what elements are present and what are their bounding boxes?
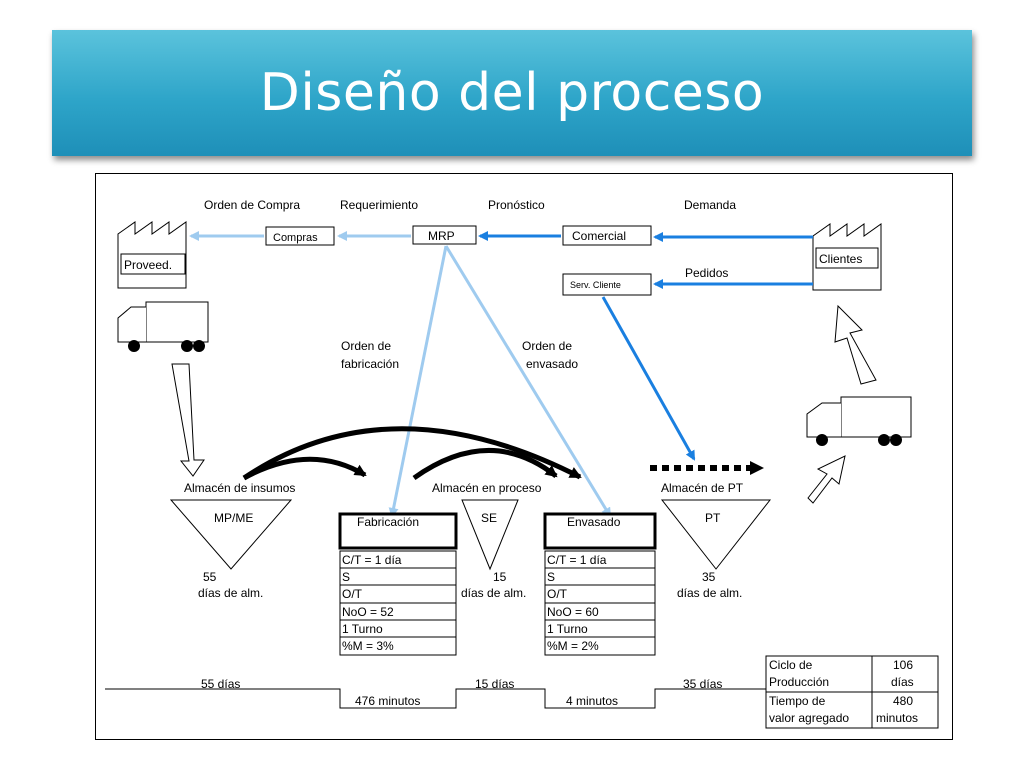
inventory-label-pt: Almacén de PT — [661, 481, 744, 495]
label-orden-envasado-2: envasado — [526, 357, 578, 371]
summary-tiempo-label-1: Tiempo de — [769, 694, 826, 708]
summary-tiempo-value-1: 480 — [893, 694, 913, 708]
info-arrow-orden-envasado — [444, 245, 612, 518]
slide-title: Diseño del proceso — [259, 63, 765, 123]
inventory-qty-pt: 35 — [702, 570, 716, 584]
timeline-proc-envasado: 4 minutos — [566, 694, 618, 708]
info-arrow-serv-cliente-to-pt — [601, 296, 696, 461]
timeline-wait-insumos: 55 días — [201, 677, 240, 691]
compras-label: Compras — [273, 232, 318, 244]
process-name-envasado: Envasado — [567, 515, 621, 529]
label-demanda: Demanda — [684, 198, 736, 212]
timeline-line — [105, 688, 766, 709]
push-arrow-proceso-envasado — [412, 448, 558, 481]
inventory-code-proceso: SE — [481, 511, 497, 525]
supplier-label: Proveed. — [124, 258, 172, 272]
process-box-fabricacion: Fabricación C/T = 1 día S O/T NoO = 52 1… — [338, 512, 458, 656]
summary-table: Ciclo de Producción 106 días Tiempo de v… — [765, 655, 939, 729]
process-name-fabricacion: Fabricación — [357, 515, 419, 529]
serv-cliente-box — [562, 273, 652, 296]
summary-ciclo-label-2: Producción — [769, 675, 829, 689]
process-box-envasado: Envasado C/T = 1 día S O/T NoO = 60 1 Tu… — [543, 512, 657, 656]
dashed-push-arrowhead — [750, 461, 764, 475]
timeline-wait-proceso: 15 días — [475, 677, 514, 691]
summary-tiempo-value-2: minutos — [876, 711, 918, 725]
envasado-row-ct: C/T = 1 día — [547, 553, 607, 567]
fabricacion-row-ot: O/T — [342, 587, 363, 601]
fabricacion-row-noo: NoO = 52 — [342, 605, 394, 619]
inventory-label-proceso: Almacén en proceso — [432, 481, 542, 495]
info-arrow-orden-fabricacion — [388, 245, 448, 518]
fabricacion-row-ct: C/T = 1 día — [342, 553, 402, 567]
label-orden-fabricacion-2: fabricación — [341, 357, 399, 371]
factory-icon-supplier: Proveed. — [117, 221, 187, 289]
inventory-unit-pt: días de alm. — [677, 586, 742, 600]
label-orden-fabricacion-1: Orden de — [341, 339, 391, 353]
label-orden-envasado-1: Orden de — [522, 339, 572, 353]
label-pronostico: Pronóstico — [488, 198, 545, 212]
inventory-unit-proceso: días de alm. — [461, 586, 526, 600]
shipment-arrow-outbound — [807, 455, 846, 504]
comercial-box — [562, 225, 652, 246]
truck-icon-inbound — [117, 301, 209, 352]
label-pedidos: Pedidos — [685, 266, 728, 280]
serv-cliente-label: Serv. Cliente — [570, 280, 621, 290]
envasado-row-ot: O/T — [547, 587, 568, 601]
mrp-box — [412, 225, 477, 245]
inventory-qty-insumos: 55 — [203, 570, 217, 584]
timeline-wait-pt: 35 días — [683, 677, 722, 691]
fabricacion-row-turno: 1 Turno — [342, 622, 383, 636]
summary-ciclo-value-2: días — [891, 675, 914, 689]
inventory-code-pt: PT — [705, 511, 721, 525]
envasado-row-turno: 1 Turno — [547, 622, 588, 636]
customer-label: Clientes — [819, 252, 862, 266]
comercial-label: Comercial — [572, 229, 626, 243]
envasado-row-s: S — [547, 570, 555, 584]
summary-tiempo-label-2: valor agregado — [769, 711, 849, 725]
timeline-proc-fabricacion: 476 minutos — [355, 694, 420, 708]
truck-icon-outbound — [806, 396, 912, 446]
label-requerimiento: Requerimiento — [340, 198, 418, 212]
summary-ciclo-value-1: 106 — [893, 658, 913, 672]
summary-ciclo-label-1: Ciclo de — [769, 658, 813, 672]
shipment-arrow-inbound — [171, 363, 205, 477]
inventory-triangle-proceso — [461, 499, 519, 571]
inventory-triangle-insumos — [169, 499, 293, 570]
compras-box — [265, 226, 335, 246]
inventory-triangle-pt — [660, 499, 772, 570]
shipment-arrow-to-customer — [834, 304, 877, 385]
title-banner: Diseño del proceso — [52, 30, 972, 156]
label-orden-compra: Orden de Compra — [204, 198, 300, 212]
fabricacion-row-s: S — [342, 570, 350, 584]
envasado-row-m: %M = 2% — [547, 639, 599, 653]
inventory-unit-insumos: días de alm. — [198, 586, 263, 600]
inventory-label-insumos: Almacén de insumos — [184, 481, 295, 495]
inventory-qty-proceso: 15 — [493, 570, 507, 584]
fabricacion-row-m: %M = 3% — [342, 639, 394, 653]
push-arrow-insumos-envasado — [242, 426, 582, 481]
inventory-code-insumos: MP/ME — [214, 511, 253, 525]
envasado-row-noo: NoO = 60 — [547, 605, 599, 619]
mrp-label: MRP — [428, 229, 455, 243]
factory-icon-customer: Clientes — [812, 223, 882, 291]
